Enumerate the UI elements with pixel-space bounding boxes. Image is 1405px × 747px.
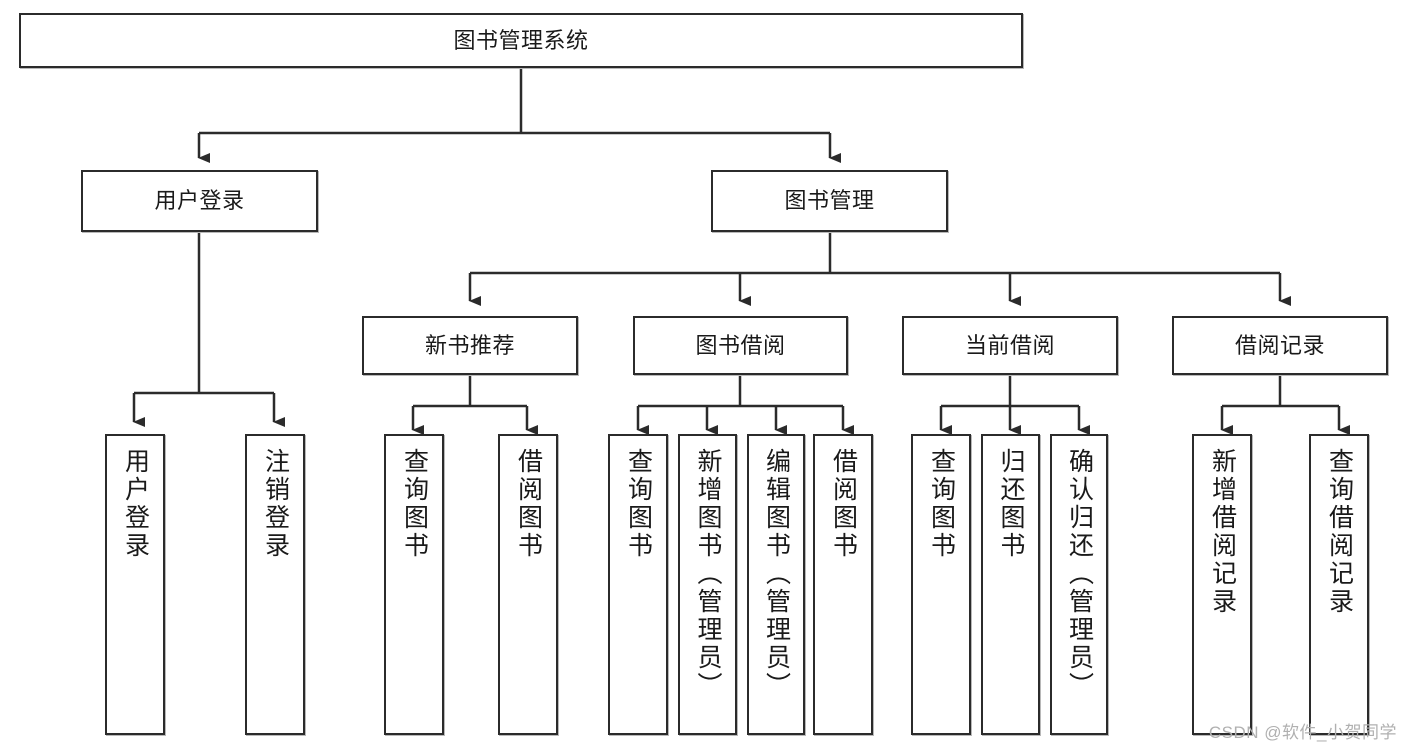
node-label: 用户登录 — [154, 188, 245, 214]
node-label: 图书借阅 — [695, 332, 786, 358]
leaf-add-borrow-record[interactable]: 新增借阅记录 — [1192, 434, 1252, 735]
leaf-query-book-borrow[interactable]: 查询图书 — [608, 434, 668, 735]
node-current-borrow[interactable]: 当前借阅 — [902, 316, 1118, 375]
node-label: 借阅记录 — [1234, 332, 1325, 358]
node-label: 当前借阅 — [964, 332, 1055, 358]
leaf-query-book-new[interactable]: 查询图书 — [384, 434, 444, 735]
leaf-user-logout[interactable]: 注销登录 — [245, 434, 305, 735]
leaf-confirm-return-admin[interactable]: 确认归还（管理员） — [1050, 434, 1108, 735]
node-book-borrow[interactable]: 图书借阅 — [633, 316, 848, 375]
leaf-user-login[interactable]: 用户登录 — [105, 434, 165, 735]
node-label: 编辑图书（管理员） — [762, 448, 791, 700]
node-label: 查询图书 — [400, 448, 429, 560]
leaf-edit-book-admin[interactable]: 编辑图书（管理员） — [747, 434, 805, 735]
node-new-book-recommend[interactable]: 新书推荐 — [362, 316, 578, 375]
leaf-borrow-book[interactable]: 借阅图书 — [813, 434, 873, 735]
watermark-text: CSDN @软件_小贺同学 — [1208, 723, 1397, 742]
leaf-borrow-book-new[interactable]: 借阅图书 — [498, 434, 558, 735]
node-borrow-record[interactable]: 借阅记录 — [1172, 316, 1388, 375]
node-label: 借阅图书 — [829, 448, 858, 560]
node-label: 新书推荐 — [424, 332, 515, 358]
node-label: 注销登录 — [261, 448, 290, 560]
node-label: 图书管理 — [784, 188, 875, 214]
node-book-manage[interactable]: 图书管理 — [711, 170, 948, 232]
node-label: 查询借阅记录 — [1325, 448, 1354, 616]
node-user-login[interactable]: 用户登录 — [81, 170, 318, 232]
node-root-system[interactable]: 图书管理系统 — [19, 13, 1023, 68]
node-label: 确认归还（管理员） — [1065, 448, 1094, 700]
node-label: 图书管理系统 — [453, 27, 589, 53]
leaf-return-book[interactable]: 归还图书 — [981, 434, 1040, 735]
node-label: 查询图书 — [624, 448, 653, 560]
node-label: 归还图书 — [997, 448, 1025, 560]
node-label: 新增借阅记录 — [1208, 448, 1237, 616]
node-label: 查询图书 — [927, 448, 956, 560]
node-label: 借阅图书 — [514, 448, 543, 560]
leaf-query-book-current[interactable]: 查询图书 — [911, 434, 971, 735]
leaf-query-borrow-record[interactable]: 查询借阅记录 — [1309, 434, 1369, 735]
node-label: 用户登录 — [121, 448, 150, 560]
node-label: 新增图书（管理员） — [694, 448, 722, 700]
leaf-add-book-admin[interactable]: 新增图书（管理员） — [678, 434, 737, 735]
